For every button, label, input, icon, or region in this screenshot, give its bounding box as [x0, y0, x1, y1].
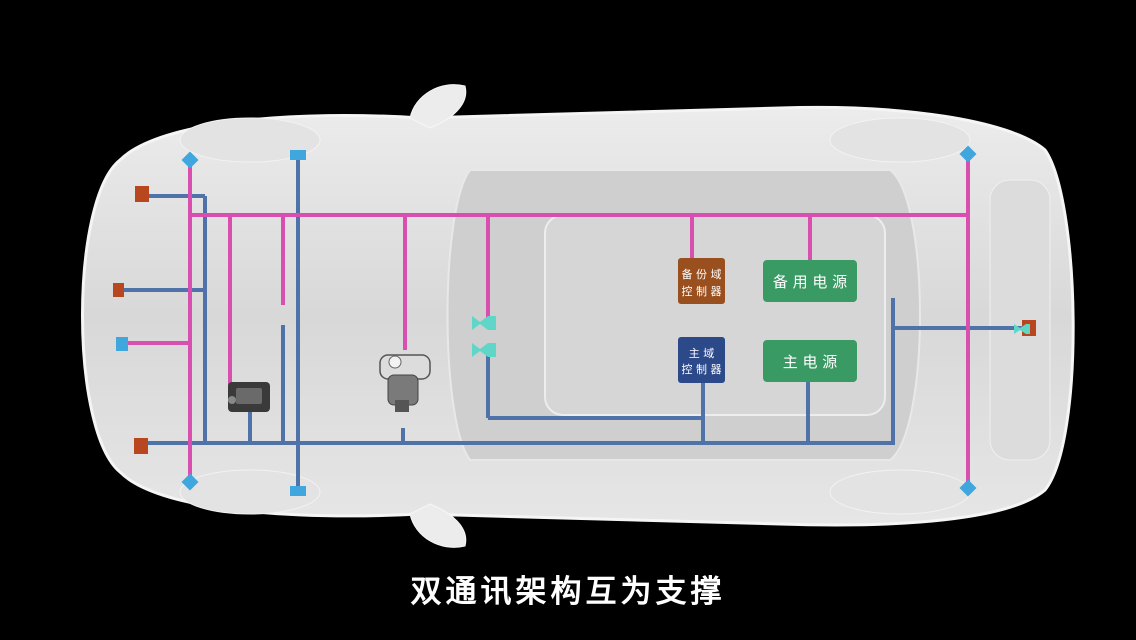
- main-power: 主 电 源: [763, 340, 857, 382]
- backup-controller-label-1: 备 份 域: [682, 267, 722, 281]
- sensor-front-right-radar: [134, 438, 148, 454]
- actuator-teal-1: [472, 316, 496, 330]
- sensor-front-right-corner: [181, 473, 199, 491]
- actuator-teal-rear: [1014, 324, 1030, 334]
- esc-unit-icon: [228, 382, 270, 412]
- sensor-right-mirror: [290, 486, 306, 496]
- main-domain-controller: 主 域 控 制 器: [678, 337, 725, 383]
- backup-power: 备 用 电 源: [763, 260, 857, 302]
- sensor-rear-right-corner: [959, 479, 977, 497]
- main-network-lines: [120, 155, 1030, 490]
- backup-controller-label-2: 控 制 器: [682, 284, 722, 298]
- main-controller-label-1: 主 域: [689, 347, 715, 360]
- sensor-nodes: [113, 145, 1036, 497]
- sensor-front-left-corner: [181, 151, 199, 169]
- sensor-front-center-radar: [113, 283, 124, 297]
- sensor-front-left-radar: [135, 186, 149, 202]
- sensor-front-camera: [116, 337, 128, 351]
- brake-booster-icon: [379, 354, 431, 412]
- sensor-rear-left-corner: [959, 145, 977, 163]
- main-power-label: 主 电 源: [783, 353, 838, 371]
- main-controller-label-2: 控 制 器: [682, 362, 722, 376]
- backup-domain-controller: 备 份 域 控 制 器: [678, 258, 725, 304]
- car-body: [81, 84, 1075, 548]
- actuator-teal-2: [472, 343, 496, 357]
- backup-power-label: 备 用 电 源: [773, 273, 847, 291]
- subtitle-caption: 双通讯架构互为支撑: [410, 574, 726, 610]
- backup-network-lines: [125, 152, 970, 488]
- sensor-left-mirror: [290, 150, 306, 160]
